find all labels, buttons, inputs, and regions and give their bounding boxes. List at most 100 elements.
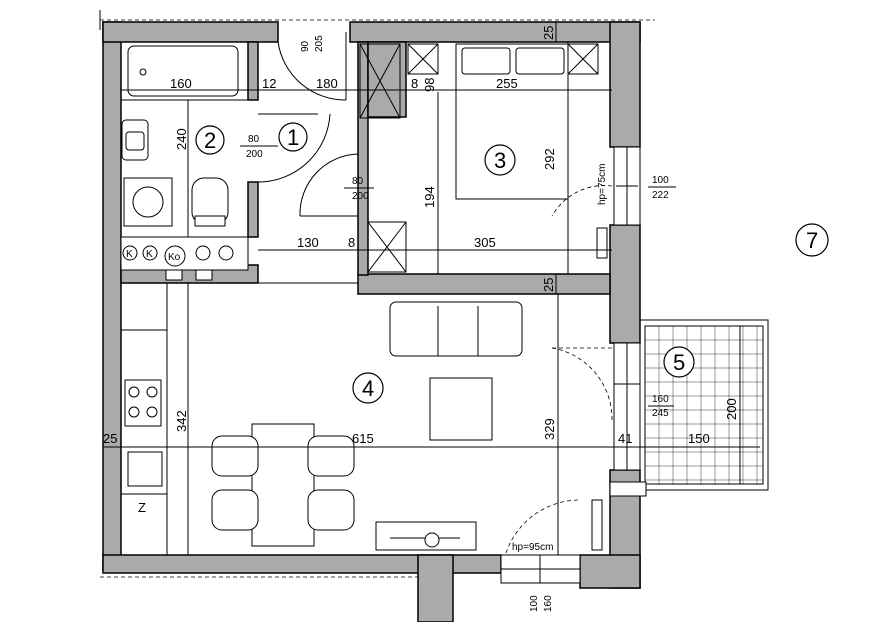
balcony-window-top: 160 <box>652 394 669 405</box>
kitchen-counter-box <box>120 282 168 556</box>
bed <box>455 43 569 200</box>
wall-bottom-pillar <box>417 554 454 622</box>
room-7-circle <box>795 223 829 257</box>
dim-living-342: 342 <box>174 410 189 432</box>
gas-meter-circle <box>164 245 186 267</box>
meter-k2-label: K <box>146 249 153 260</box>
valve-1 <box>195 245 211 261</box>
dim-living-329: 329 <box>542 418 557 440</box>
dimensions <box>103 22 760 555</box>
room-1-label: 1 <box>287 125 299 150</box>
wardrobe-bedroom <box>367 221 407 273</box>
bottom-window <box>500 499 581 584</box>
room-2-label: 2 <box>204 128 216 153</box>
room-2-circle <box>195 125 225 155</box>
dim-bath-gap: 12 <box>262 76 276 91</box>
kitchen-sink <box>127 451 163 487</box>
dim-bedroom-top: 255 <box>496 76 518 91</box>
dim-hall-gap: 8 <box>348 235 355 250</box>
room-4-label: 4 <box>362 376 374 401</box>
room-4-circle <box>352 372 384 404</box>
balcony-window-bottom: 245 <box>652 408 669 419</box>
living-window-swing-2 <box>551 347 613 421</box>
wardrobe-top-x4 <box>567 43 599 75</box>
wall-left <box>102 21 122 571</box>
wall-right-middle <box>609 224 641 344</box>
dim-hall-bottom: 130 <box>297 235 319 250</box>
bedroom-radiator <box>596 227 608 259</box>
wall-middle <box>357 273 611 295</box>
wardrobe-hall-x2 <box>359 43 401 119</box>
wardrobe-hall-box <box>359 43 401 119</box>
dim-bedroom-292: 292 <box>542 148 557 170</box>
wall-top-right <box>349 21 641 43</box>
balcony-inner <box>644 325 764 485</box>
dim-balcony-width: 150 <box>688 431 710 446</box>
bottom-window-b: 160 <box>543 595 554 612</box>
room-1-circle <box>278 122 308 152</box>
entry-door-bottom: 205 <box>314 35 325 52</box>
wardrobe-top-x2 <box>407 43 439 75</box>
bath-door <box>257 113 331 183</box>
burner-3 <box>128 406 140 418</box>
chair-4 <box>307 489 355 531</box>
living-radiator <box>591 499 603 551</box>
bottom-window-swing <box>505 499 581 554</box>
cooktop <box>124 379 162 427</box>
dim-bath-height: 240 <box>174 128 189 150</box>
dim-bath-top: 160 <box>170 76 192 91</box>
dim-left-wall: 25 <box>103 431 117 446</box>
room-5-circle <box>663 346 695 378</box>
dim-balcony-height: 200 <box>724 398 739 420</box>
toilet-tank <box>194 215 226 227</box>
entry-door-swing <box>277 41 347 101</box>
dim-bedroom-194: 194 <box>422 186 437 208</box>
entry-door <box>277 32 347 101</box>
pillow-left <box>461 47 511 75</box>
sink-basin <box>125 131 145 151</box>
wall-bath-lower <box>247 181 259 238</box>
wall-bottom-right <box>579 554 641 589</box>
bath-door-bottom: 200 <box>246 149 263 160</box>
washing-machine-drum <box>132 186 164 218</box>
room-5-label: 5 <box>673 350 685 375</box>
wardrobe-top-box-1 <box>407 43 439 75</box>
dim-top-wall: 25 <box>541 26 556 40</box>
fridge-label: Z <box>138 500 146 515</box>
bath-door-top: 80 <box>248 134 260 145</box>
kitchen-counter <box>120 282 168 556</box>
bathtub-drain <box>139 68 147 76</box>
valve-2 <box>218 245 234 261</box>
dim-bedroom-gap: 8 <box>411 76 418 91</box>
room-7-label: 7 <box>806 228 818 253</box>
room-door-bottom: 200 <box>352 191 369 202</box>
room-door <box>299 153 359 217</box>
burner-2 <box>146 386 158 398</box>
entry-door-top: 90 <box>300 40 311 52</box>
dim-bedroom-bottom: 305 <box>474 235 496 250</box>
wall-right-upper <box>609 21 641 148</box>
meter-k1-label: K <box>126 249 133 260</box>
burner-4 <box>146 406 158 418</box>
bathtub-shape <box>127 45 239 97</box>
bottom-window-a: 100 <box>529 595 540 612</box>
bedroom-window-swing <box>551 185 613 217</box>
wall-bath-upper <box>247 41 259 101</box>
balcony-grid <box>645 326 763 484</box>
bedroom-window <box>551 146 641 226</box>
wardrobe-bedroom-x2 <box>367 221 407 273</box>
vent-1 <box>165 269 183 281</box>
bedroom-window-sill: hp=75cm <box>597 164 608 205</box>
vent-2 <box>195 269 213 281</box>
bedroom-window-top: 100 <box>652 175 669 186</box>
chair-1 <box>211 435 259 477</box>
balcony-threshold <box>609 481 647 497</box>
room-door-top: 80 <box>352 176 364 187</box>
chair-2 <box>211 489 259 531</box>
dim-balcony-gap: 41 <box>618 431 632 446</box>
bath-door-swing <box>257 113 331 183</box>
bed-frame <box>455 43 569 200</box>
bottom-window-sill: hp=95cm <box>512 542 553 553</box>
living-window <box>551 342 641 471</box>
dim-hall-top: 180 <box>316 76 338 91</box>
